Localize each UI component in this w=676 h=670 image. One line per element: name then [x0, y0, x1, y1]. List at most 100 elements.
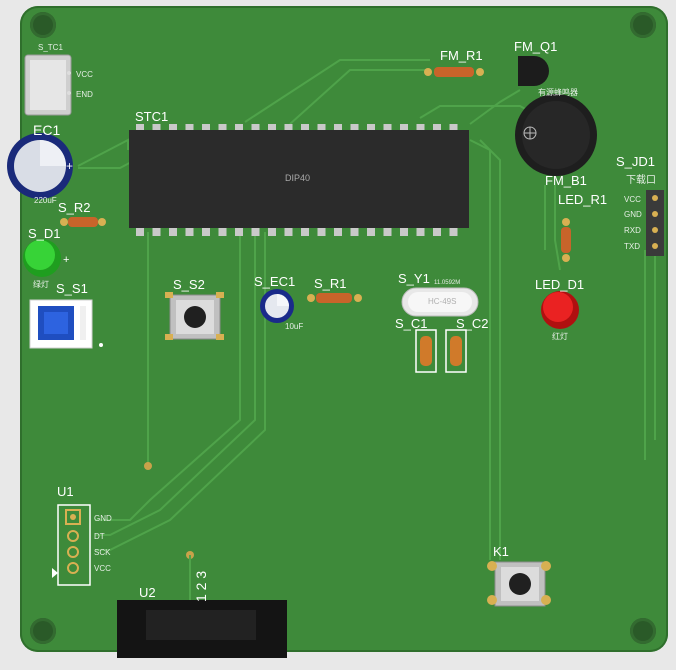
jd1-pin-label: RXD [624, 226, 641, 235]
stc1-pin-bottom [400, 228, 408, 236]
svg-text:1 2 3: 1 2 3 [193, 571, 209, 602]
label-s-s1: S_S1 [56, 281, 88, 296]
label-u1: U1 [57, 484, 74, 499]
label-end: END [76, 90, 93, 99]
stc1-pin-top [367, 124, 375, 132]
s-c2-outline [445, 329, 467, 373]
s-c1-capacitor [420, 336, 432, 366]
s-c2-capacitor [450, 336, 462, 366]
stc1-pin-top [268, 124, 276, 132]
stc1-pin-top [152, 124, 161, 132]
mounting-hole-top-left [30, 12, 56, 38]
stc1-pin-bottom [350, 228, 359, 236]
u1-pin-label: GND [94, 514, 112, 523]
stc1-pin-top [284, 124, 293, 132]
label-s-r2: S_R2 [58, 200, 91, 215]
copper-traces [77, 59, 656, 560]
via [144, 462, 152, 470]
stc1-pin-bottom [383, 228, 392, 236]
s-r2-resistor [68, 217, 98, 227]
label-s-ec1-value: 10uF [285, 322, 304, 331]
stc1-pin-top [235, 124, 243, 132]
mounting-hole-bottom-right [630, 618, 656, 644]
label-ec1: EC1 [33, 122, 61, 138]
fm-q1-transistor [518, 56, 549, 86]
label-s-jd1: S_JD1 [616, 154, 656, 169]
stc1-pin-bottom [433, 228, 441, 236]
label-led-d1-note: 红灯 [552, 332, 568, 341]
label-download-port: 下载口 [626, 175, 656, 186]
stc1-pin-top [400, 124, 408, 132]
mounting-hole-bottom-left [30, 618, 56, 644]
stc1-pin-bottom [218, 228, 227, 236]
stc1-pin-top [136, 124, 144, 132]
label-fm-b1: FM_B1 [545, 173, 587, 188]
u1-pin-label: VCC [94, 564, 111, 573]
label-hc49s: HC-49S [428, 297, 457, 306]
stc1-pin-top [317, 124, 326, 132]
stc1-ic [129, 124, 469, 236]
stc1-pin-top [202, 124, 210, 132]
label-dip40: DIP40 [285, 173, 311, 183]
stc1-pin-bottom [334, 228, 342, 236]
stc1-pin-bottom [268, 228, 276, 236]
stc1-pin-bottom [235, 228, 243, 236]
stc1-pin-bottom [284, 228, 293, 236]
label-s-y1-sub: 11.0592M [434, 280, 461, 286]
stc1-pin-bottom [202, 228, 210, 236]
svg-text:+: + [66, 159, 73, 173]
stc1-pin-bottom [169, 228, 177, 236]
jd1-pin-label: GND [624, 210, 642, 219]
u1-outline [57, 504, 91, 586]
label-buzzer-note: 有源蜂鸣器 [538, 88, 578, 97]
stc1-pin-bottom [251, 228, 260, 236]
fm-r1-resistor [434, 67, 474, 77]
label-s-c2: S_C2 [456, 316, 489, 331]
stc1-pin-bottom [152, 228, 161, 236]
label-led-d1: LED_D1 [535, 277, 585, 292]
label-led-r1: LED_R1 [558, 192, 608, 207]
stc1-pin-top [433, 124, 441, 132]
stc1-pin-top [185, 124, 194, 132]
stc1-pin-bottom [317, 228, 326, 236]
stc1-pin-bottom [136, 228, 144, 236]
mounting-hole-top-right [630, 12, 656, 38]
s-jd1-header [646, 190, 664, 256]
s-r1-resistor [316, 293, 352, 303]
u1-pin-label: SCK [94, 548, 111, 557]
label-stc1: STC1 [135, 109, 169, 124]
stc1-pin-top [301, 124, 309, 132]
label-s-y1: S_Y1 [398, 271, 430, 286]
label-fm-r1: FM_R1 [440, 48, 483, 63]
stc1-pin-top [383, 124, 392, 132]
label-s-d1-note: 绿灯 [33, 280, 49, 289]
label-fm-q1: FM_Q1 [514, 39, 558, 54]
s-c1-outline [415, 329, 437, 373]
label-s-d1: S_D1 [28, 226, 61, 241]
stc1-pin-top [350, 124, 359, 132]
stc1-pin-top [334, 124, 342, 132]
stc1-pin-bottom [301, 228, 309, 236]
jd1-pin-label: TXD [624, 242, 640, 251]
stc1-pin-top [169, 124, 177, 132]
stc1-pin-top [449, 124, 458, 132]
stc1-pin-bottom [185, 228, 194, 236]
label-s-r1: S_R1 [314, 276, 347, 291]
stc1-pin-top [251, 124, 260, 132]
stc1-pin-bottom [416, 228, 425, 236]
label-s-s2: S_S2 [173, 277, 205, 292]
label-s-tc1: S_TC1 [38, 43, 63, 52]
led-r1-resistor [561, 227, 571, 253]
label-s-c1: S_C1 [395, 316, 428, 331]
label-ec1-value: 220uF [34, 196, 57, 205]
label-k1: K1 [493, 544, 509, 559]
stc1-pin-bottom [449, 228, 458, 236]
stc1-pin-bottom [367, 228, 375, 236]
label-s-ec1: S_EC1 [254, 274, 296, 289]
jd1-pin-label: VCC [624, 195, 641, 204]
stc1-pin-top [416, 124, 425, 132]
stc1-pin-top [218, 124, 227, 132]
u1-pin-label: DT [94, 532, 105, 541]
label-u2: U2 [139, 585, 156, 600]
